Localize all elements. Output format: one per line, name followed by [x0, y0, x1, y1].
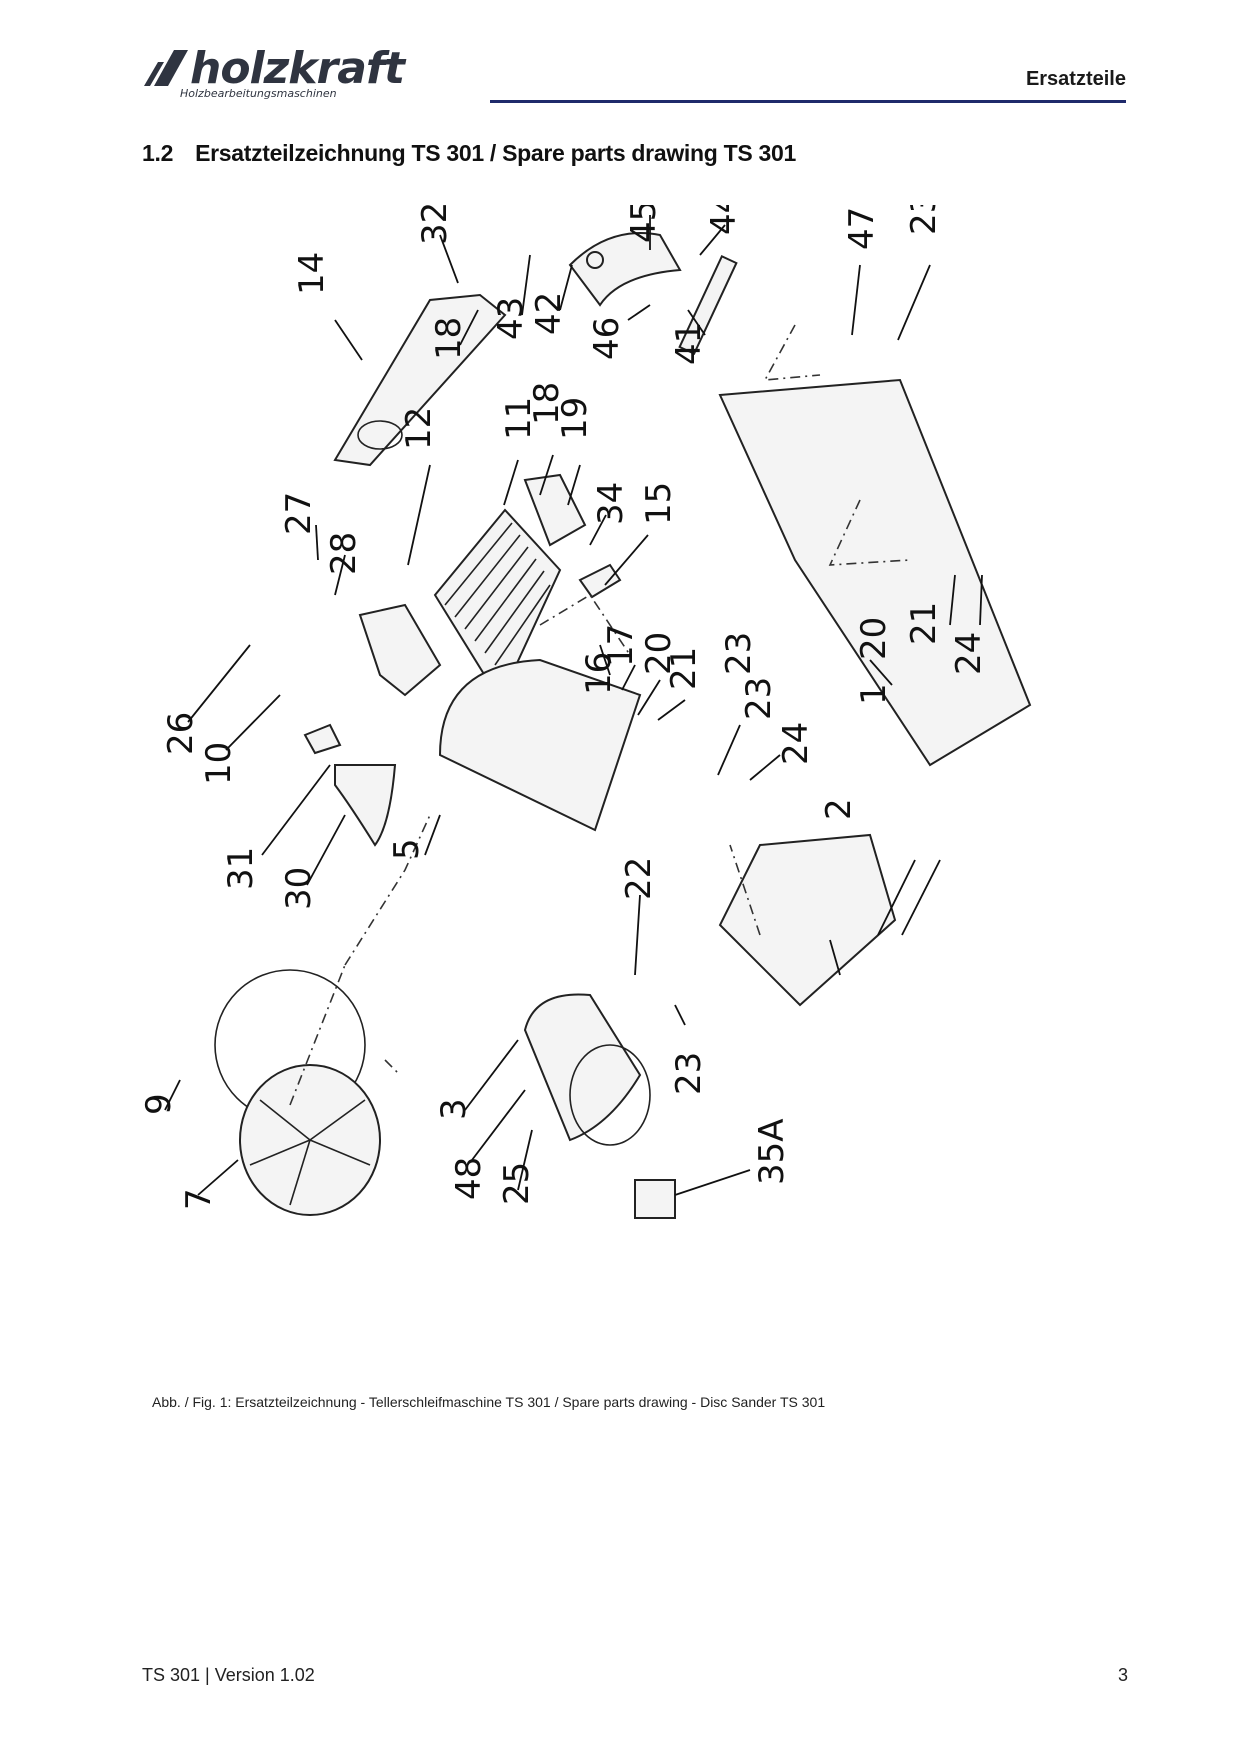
part-label-34: 34 — [591, 482, 631, 525]
part-26-shape — [303, 723, 342, 755]
part-14-shape — [333, 293, 507, 467]
section-title-text: Ersatzteilzeichnung TS 301 / Spare parts… — [195, 140, 796, 166]
part-11-shape — [523, 473, 587, 547]
part-35a-shape — [634, 1179, 676, 1219]
part-3-shape — [523, 993, 642, 1142]
page-number: 3 — [1117, 1665, 1128, 1685]
part-label-2: 2 — [819, 798, 859, 820]
brand-logo: holzkraft Holzbearbeitungsmaschinen — [140, 44, 420, 104]
part-12-shape — [433, 508, 562, 703]
part-label-30: 30 — [279, 867, 319, 910]
part-30-shape — [334, 764, 397, 847]
part-label-25: 25 — [497, 1162, 537, 1205]
section-header: Ersatzteile — [1025, 68, 1126, 90]
part-label-21: 21 — [904, 602, 944, 645]
part-15-shape — [578, 563, 622, 599]
part-5-shape — [438, 658, 642, 832]
part-label-20: 20 — [854, 617, 894, 660]
part-1-shape — [718, 378, 1032, 767]
part-label-17: 17 — [601, 624, 641, 667]
part-label-9: 9 — [140, 1093, 179, 1115]
logo-mark-icon — [144, 50, 188, 86]
part-label-22: 22 — [619, 857, 659, 900]
part-label-46: 46 — [587, 317, 627, 360]
part-label-16: 16 — [579, 652, 619, 695]
part-label-47: 47 — [842, 207, 882, 250]
part-label-35a: 35A — [752, 1118, 792, 1185]
part-label-20: 20 — [639, 632, 679, 675]
part-label-23: 23 — [739, 677, 779, 720]
part-label-31: 31 — [221, 847, 261, 890]
part-label-23: 23 — [719, 632, 759, 675]
part-label-27: 27 — [279, 492, 319, 535]
part-label-1: 1 — [854, 683, 894, 705]
part-label-23: 23 — [904, 205, 944, 235]
part-label-11: 11 — [499, 397, 539, 440]
part-10-shape — [358, 603, 442, 697]
part-label-14: 14 — [292, 252, 332, 295]
brand-name: holzkraft — [190, 43, 405, 94]
part-label-43: 43 — [491, 297, 531, 340]
page-title: 1.2 Ersatzteilzeichnung TS 301 / Spare pa… — [142, 140, 796, 167]
part-label-18: 18 — [429, 317, 469, 360]
part-label-23: 23 — [669, 1052, 709, 1095]
part-label-42: 42 — [529, 292, 569, 335]
part-label-21: 21 — [664, 647, 704, 690]
part-label-32: 32 — [415, 205, 455, 245]
part-label-19: 19 — [555, 397, 595, 440]
part-label-24: 24 — [949, 632, 989, 675]
footer-document: TS 301 | Version 1.02 — [142, 1665, 315, 1685]
part-label-24: 24 — [776, 722, 816, 765]
part-label-5: 5 — [387, 838, 427, 860]
brand-tagline: Holzbearbeitungsmaschinen — [180, 87, 337, 100]
part-label-44: 44 — [704, 205, 744, 235]
exploded-view-svg: 1235791011121415161718181920202121222323… — [140, 205, 1032, 1219]
header-rule — [490, 100, 1126, 103]
part-label-18: 18 — [527, 382, 567, 425]
part-label-28: 28 — [324, 532, 364, 575]
part-label-12: 12 — [399, 407, 439, 450]
part-label-48: 48 — [449, 1157, 489, 1200]
part-label-10: 10 — [199, 742, 239, 785]
part-2-shape — [718, 833, 897, 1007]
part-label-15: 15 — [639, 482, 679, 525]
section-number: 1.2 — [142, 140, 174, 166]
part-label-3: 3 — [434, 1098, 474, 1120]
part-label-41: 41 — [669, 322, 709, 365]
part-label-7: 7 — [179, 1188, 219, 1210]
part-41-shape — [678, 254, 738, 356]
part-label-26: 26 — [161, 712, 201, 755]
part-label-45: 45 — [624, 205, 664, 243]
figure-caption: Abb. / Fig. 1: Ersatzteilzeichnung - Tel… — [152, 1394, 826, 1410]
part-42-shape — [568, 232, 682, 307]
